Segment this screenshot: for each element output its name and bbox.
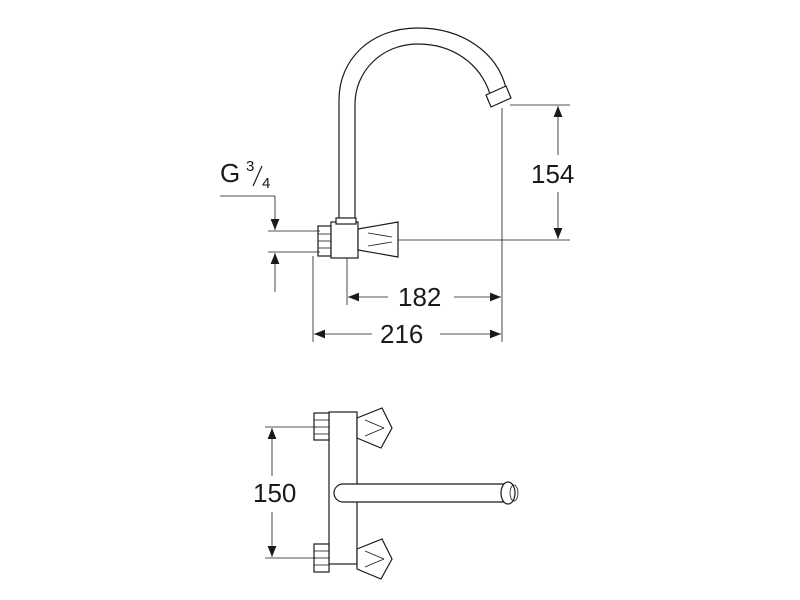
valve-body xyxy=(317,217,399,259)
side-elevation-view: G 3 4 154 182 xyxy=(220,27,574,349)
thread-denominator: 4 xyxy=(262,175,270,192)
plan-spout xyxy=(333,481,519,505)
reach-outer-value: 216 xyxy=(380,319,423,349)
handle xyxy=(357,221,399,258)
spout-height-value: 154 xyxy=(531,159,574,189)
inlet-spacing-dimension: 150 xyxy=(253,426,316,559)
reach-inner-dimension: 182 xyxy=(348,282,501,312)
spout-height-dimension: 154 xyxy=(398,104,574,241)
spout-aerator xyxy=(485,85,512,108)
spout xyxy=(338,27,512,224)
thread-prefix: G xyxy=(220,158,240,188)
top-valve xyxy=(313,407,393,449)
plan-view: 150 xyxy=(253,407,519,580)
reach-inner-value: 182 xyxy=(398,282,441,312)
thread-label: G 3 4 xyxy=(220,158,270,192)
reach-outer-dimension: 216 xyxy=(314,319,501,349)
thread-numerator: 3 xyxy=(246,158,254,175)
thread-dimension xyxy=(220,195,320,292)
inlet-spacing-value: 150 xyxy=(253,478,296,508)
